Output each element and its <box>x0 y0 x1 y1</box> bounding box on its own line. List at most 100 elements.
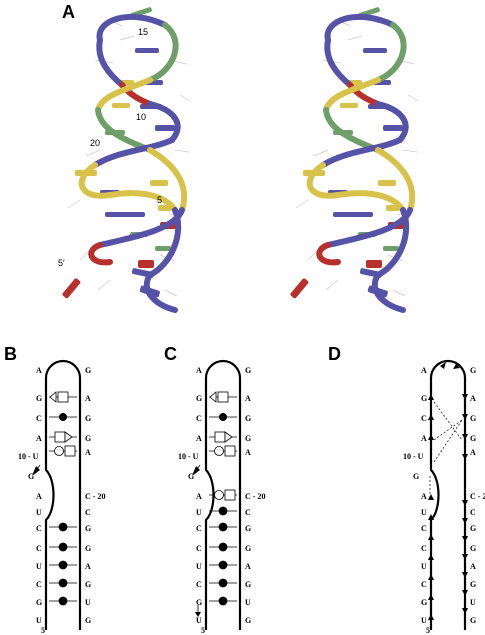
five-prime-d: 5′ <box>426 626 432 635</box>
left-strand-d: A G C A 10 - U G A U C C U C G U <box>403 366 427 625</box>
nucleotide-label: G <box>470 366 476 375</box>
nucleotide-label: U <box>421 562 427 571</box>
nucleotide-label: C <box>421 524 427 533</box>
nucleotide-label: C <box>245 508 251 517</box>
diagram-b: A G C A 10 - U G A U C C U C G U G A G G… <box>18 359 105 635</box>
nucleotide-label: G <box>413 472 419 481</box>
nucleotide-label: U <box>36 508 42 517</box>
nucleotide-label: G <box>470 616 476 625</box>
nucleotide-label: G <box>245 414 251 423</box>
nucleotide-label: U <box>470 598 476 607</box>
nucleotide-label: C - 20 <box>470 492 485 501</box>
backbone-b <box>44 359 82 630</box>
left-strand-b: A G C A 10 - U G A U C C U C G U <box>18 366 42 625</box>
nucleotide-label: A <box>196 366 202 375</box>
backbone-c <box>204 359 242 630</box>
right-strand-c: G A G G A C - 20 C G G A G U G <box>245 366 265 625</box>
nucleotide-label: A <box>36 366 42 375</box>
panel-label-b: B <box>4 344 17 364</box>
rna-structure-right <box>290 7 419 313</box>
nucleotide-label: G <box>36 394 42 403</box>
nucleotide-label: A <box>421 434 427 443</box>
nucleotide-label: A <box>85 448 91 457</box>
nucleotide-label: G <box>85 616 91 625</box>
nucleotide-label: G <box>245 544 251 553</box>
nucleotide-label: 10 - U <box>178 452 199 461</box>
nucleotide-label: A <box>245 394 251 403</box>
nucleotide-label: U <box>85 598 91 607</box>
nucleotide-label: U <box>196 562 202 571</box>
nucleotide-label: C <box>196 414 202 423</box>
nucleotide-label: U <box>421 616 427 625</box>
nucleotide-label: C <box>36 544 42 553</box>
nucleotide-label: G <box>245 366 251 375</box>
nucleotide-label: C <box>470 508 476 517</box>
nucleotide-label: C <box>36 524 42 533</box>
nucleotide-label: U <box>36 616 42 625</box>
nucleotide-label: C <box>421 414 427 423</box>
nucleotide-label: C - 20 <box>245 492 265 501</box>
five-prime-c: 5′ <box>201 626 207 635</box>
nucleotide-label: G <box>85 580 91 589</box>
nucleotide-label: C <box>196 580 202 589</box>
nucleotide-label: G <box>245 580 251 589</box>
nucleotide-label: G <box>28 472 34 481</box>
nucleotide-label: U <box>196 508 202 517</box>
nucleotide-label: U <box>36 562 42 571</box>
panel-label-d: D <box>328 344 341 364</box>
nucleotide-label: A <box>245 448 251 457</box>
nucleotide-label: A <box>36 492 42 501</box>
pairs-b <box>32 391 77 606</box>
nucleotide-label: G <box>470 580 476 589</box>
nucleotide-label: A <box>85 394 91 403</box>
right-strand-b: G A G G A C - 20 C G G A G U G <box>85 366 105 625</box>
nucleotide-label: A <box>470 562 476 571</box>
nucleotide-label: C <box>421 580 427 589</box>
nucleotide-label: G <box>470 414 476 423</box>
nucleotide-label: A <box>36 434 42 443</box>
nucleotide-label: A <box>421 366 427 375</box>
left-strand-c: A G C A 10 - U G A U C C U C G U <box>178 366 202 625</box>
rna-structure-left: 15 10 20 5 5′ <box>58 7 191 313</box>
nucleotide-label: G <box>196 394 202 403</box>
nucleotide-label: C <box>196 524 202 533</box>
nucleotide-label: G <box>85 524 91 533</box>
panel-label-a: A <box>62 2 75 22</box>
pairs-c <box>192 391 237 617</box>
residue-label-20: 20 <box>90 138 100 148</box>
nucleotide-label: U <box>196 616 202 625</box>
right-strand-d: G A G G A C - 20 C G G A G U G <box>470 366 485 625</box>
nucleotide-label: C <box>36 580 42 589</box>
nucleotide-label: G <box>421 598 427 607</box>
nucleotide-label: G <box>245 524 251 533</box>
nucleotide-label: G <box>245 434 251 443</box>
nucleotide-label: C <box>421 544 427 553</box>
nucleotide-label: A <box>470 394 476 403</box>
residue-label-10: 10 <box>136 112 146 122</box>
nucleotide-label: C - 20 <box>85 492 105 501</box>
nucleotide-label: C <box>85 508 91 517</box>
nucleotide-label: G <box>470 544 476 553</box>
backbone-left <box>78 13 188 313</box>
nucleotide-label: A <box>470 448 476 457</box>
nucleotide-label: U <box>245 598 251 607</box>
nucleotide-label: A <box>196 492 202 501</box>
stacking-arrows-d <box>428 362 468 620</box>
nucleotide-label: G <box>245 616 251 625</box>
nucleotide-label: G <box>196 598 202 607</box>
five-prime-b: 5′ <box>41 626 47 635</box>
nucleotide-label: C <box>196 544 202 553</box>
nucleotide-label: 10 - U <box>403 452 424 461</box>
residue-label-15: 15 <box>138 27 148 37</box>
nucleotide-label: G <box>421 394 427 403</box>
residue-label-5: 5 <box>157 195 162 205</box>
diagram-d: A G C A 10 - U G A U C C U C G U G A G G… <box>403 359 485 635</box>
backbone-d <box>429 359 467 630</box>
nucleotide-label: A <box>421 492 427 501</box>
diagram-c: A G C A 10 - U G A U C C U C G U G A G G… <box>178 359 265 635</box>
cross-strand-d <box>429 401 463 498</box>
nucleotide-label: G <box>36 598 42 607</box>
nucleotide-label: G <box>85 414 91 423</box>
nucleotide-label: U <box>421 508 427 517</box>
five-prime-label: 5′ <box>58 258 65 268</box>
